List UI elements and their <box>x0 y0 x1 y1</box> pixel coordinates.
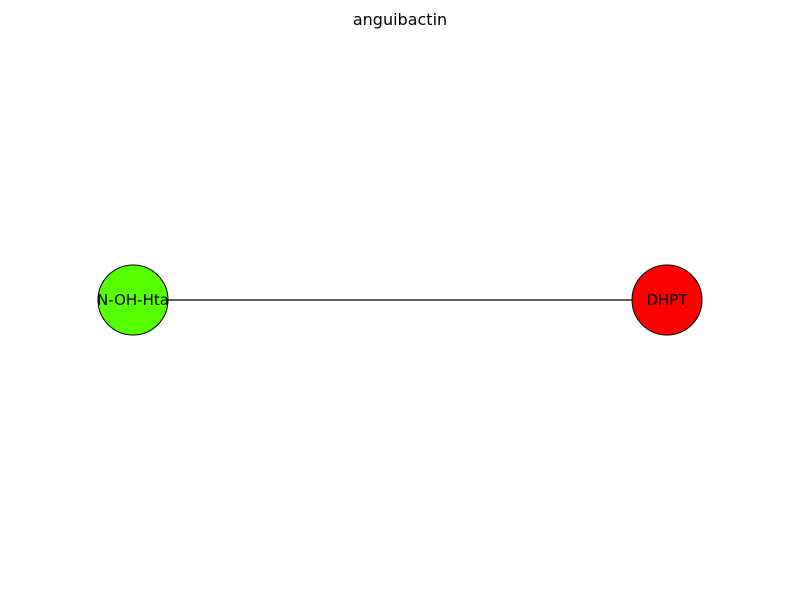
node-n-oh-hta[interactable]: N-OH-Hta <box>97 264 169 336</box>
node-label: N-OH-Hta <box>97 291 169 309</box>
node-circle <box>631 264 703 336</box>
graph-title: anguibactin <box>353 10 447 29</box>
node-circle <box>97 264 169 336</box>
node-dhpt[interactable]: DHPT <box>631 264 703 336</box>
node-label: DHPT <box>646 291 688 309</box>
